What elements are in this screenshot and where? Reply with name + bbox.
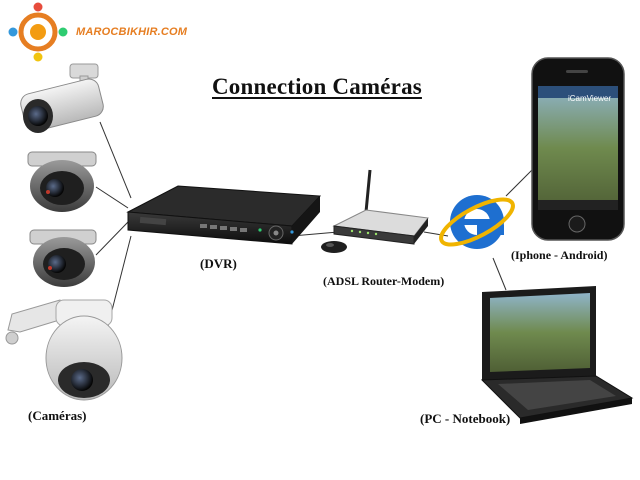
cameras-label: (Caméras) xyxy=(28,408,87,423)
laptop-icon xyxy=(480,286,634,424)
camera-icon xyxy=(27,151,97,212)
line-internet-laptop xyxy=(492,257,507,291)
page-title: Connection Caméras xyxy=(212,74,422,99)
logo-icon xyxy=(8,2,68,62)
router-label: (ADSL Router-Modem) xyxy=(323,274,445,288)
pc-label: (PC - Notebook) xyxy=(420,411,511,426)
line-camera2-dvr xyxy=(95,186,129,209)
camera-icon xyxy=(5,299,123,401)
internet-explorer-icon xyxy=(439,195,515,249)
mouse-icon xyxy=(321,241,347,253)
router-icon xyxy=(332,169,429,245)
dvr-icon xyxy=(126,185,322,245)
line-camera1-dvr xyxy=(99,121,132,199)
brand-name: MAROCBIKHIR.COM xyxy=(76,26,188,38)
line-router-internet xyxy=(423,231,449,237)
camera-icon xyxy=(29,229,97,287)
line-dvr-router xyxy=(291,231,339,237)
line-internet-phone xyxy=(505,169,533,197)
smartphone-icon xyxy=(531,57,625,241)
camera-icon xyxy=(20,63,104,133)
line-camera3-dvr xyxy=(95,221,129,256)
phone-app-title: iCamViewer xyxy=(568,94,611,103)
mobile-label: (Iphone - Android) xyxy=(511,248,608,262)
dvr-label: (DVR) xyxy=(200,256,237,271)
